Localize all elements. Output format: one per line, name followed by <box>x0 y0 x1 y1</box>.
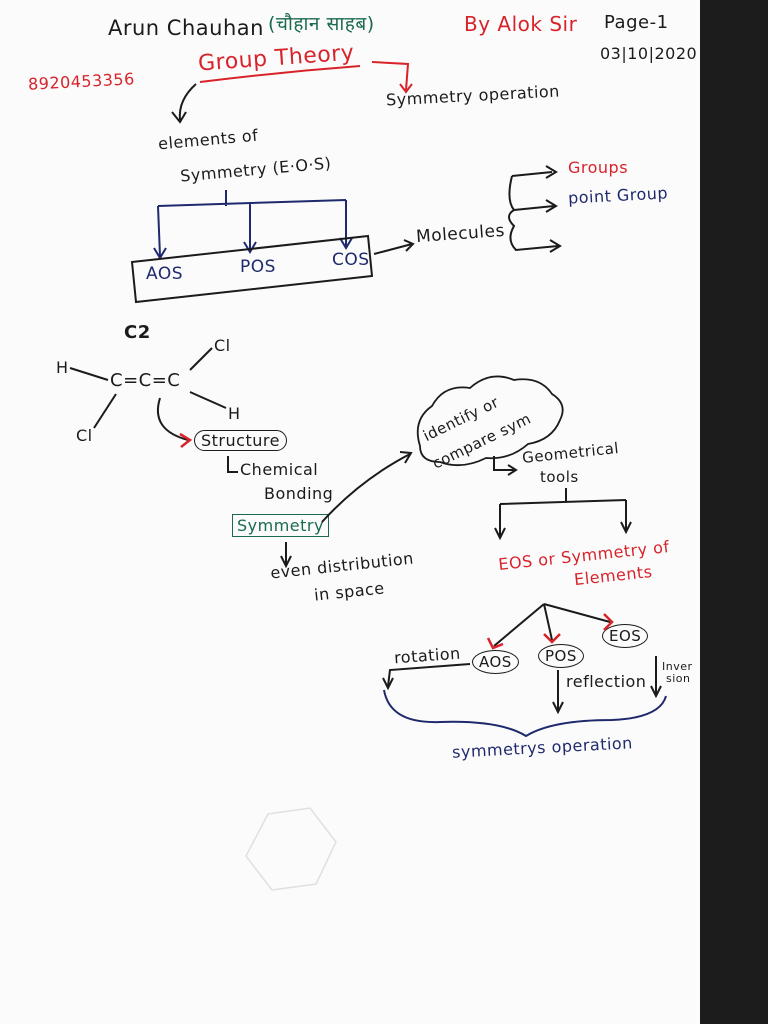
symmetry-operation-brace <box>383 689 667 738</box>
identify-cloud <box>416 375 564 467</box>
bond-cl-bottom <box>93 393 117 429</box>
bleed-through-hexagon <box>245 807 337 891</box>
box-item-aos: AOS <box>146 264 184 284</box>
chemical-bonding-line1: Chemical <box>240 460 319 479</box>
bond-h-left <box>69 367 109 381</box>
ink-drawings <box>69 61 667 891</box>
atom-h-left: H <box>56 358 69 377</box>
page-edge-shadow <box>700 0 768 1024</box>
inversion-line2: sion <box>666 672 691 685</box>
box-item-cos: COS <box>332 250 370 270</box>
title-right-arrow <box>371 61 410 91</box>
by-line: By Alok Sir <box>464 12 578 36</box>
identify-geometrical-hook <box>493 456 514 471</box>
notebook-page: Arun Chauhan (चौहान साहब) By Alok Sir Pa… <box>0 0 700 1024</box>
title-underline <box>199 65 361 83</box>
chemical-bonding-line2: Bonding <box>264 484 334 503</box>
symmetry-identify-arrow <box>321 453 411 523</box>
molecule-structure-arrow <box>156 397 189 441</box>
geometrical-bracket <box>499 488 627 536</box>
circle-eos: EOS <box>602 624 649 648</box>
reflection-label: reflection <box>566 672 647 691</box>
title-left-arrow <box>178 83 197 121</box>
geometrical-tools-line2: tools <box>540 468 579 486</box>
symmetry-box: Symmetry <box>232 514 329 537</box>
bond-h-right <box>189 391 227 409</box>
bond-cl-top <box>189 347 213 371</box>
circle-aos: AOS <box>472 650 519 674</box>
box-item-pos: POS <box>240 257 276 277</box>
circle-pos: POS <box>538 644 584 668</box>
author-hindi-name: (चौहान साहब) <box>268 13 375 35</box>
branch-groups: Groups <box>568 158 629 177</box>
structure-label: Structure <box>194 430 287 451</box>
atom-cl-bottom: Cl <box>76 426 93 445</box>
date: 03|10|2020 <box>600 44 698 63</box>
branch-bracket <box>508 171 559 252</box>
molecules-arrow <box>373 243 413 255</box>
atom-h-right: H <box>228 404 241 423</box>
rotation-arrow <box>387 663 471 687</box>
author-name: Arun Chauhan <box>108 16 264 40</box>
molecule-label: C2 <box>124 322 151 343</box>
carbon-chain: C=C=C <box>110 370 181 391</box>
eos-circles-arrows <box>493 603 611 647</box>
aos-pos-cos-box <box>130 234 374 304</box>
atom-cl-top: Cl <box>214 336 231 355</box>
inversion-line1: Inver <box>662 660 693 673</box>
elements-bracket <box>157 190 347 257</box>
page-number: Page-1 <box>604 12 669 33</box>
structure-bonding-hook <box>227 456 238 473</box>
